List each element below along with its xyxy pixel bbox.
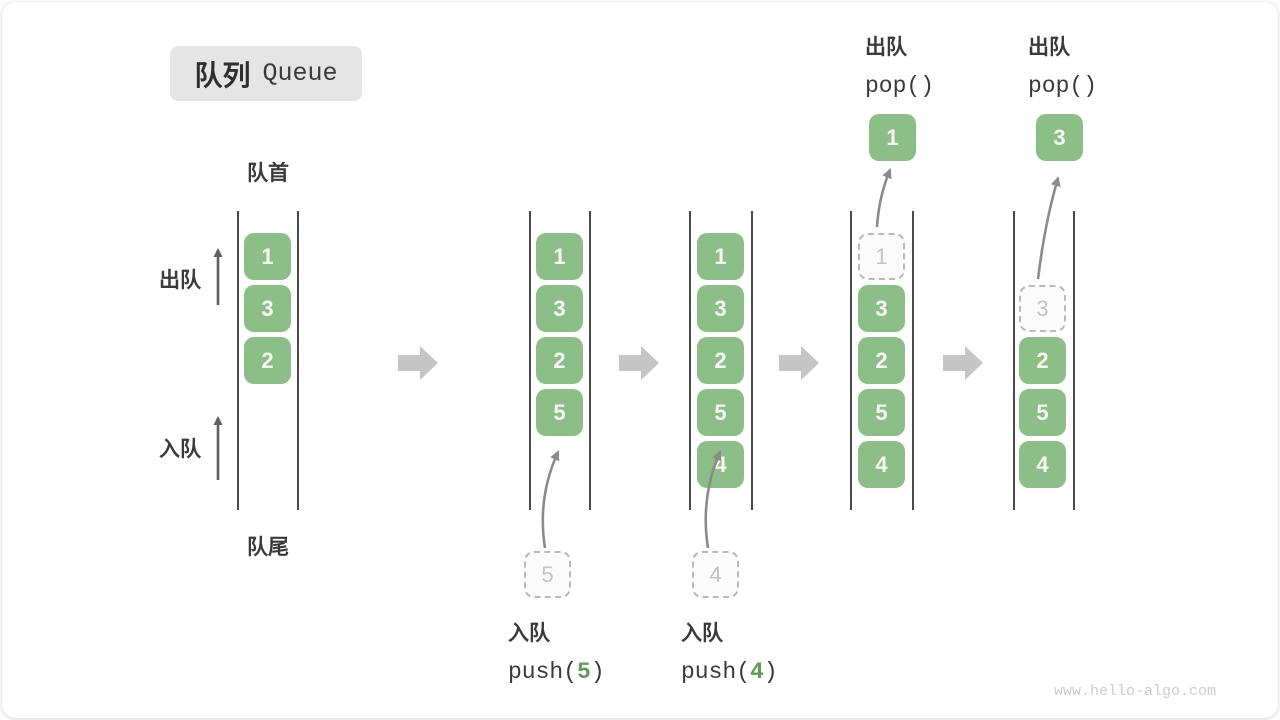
queue-item: 3 <box>858 285 905 332</box>
op-label-push5: 入队 push(5) <box>508 618 605 690</box>
op-label-push4: 入队 push(4) <box>681 618 778 690</box>
op-pop1-code: pop() <box>865 72 935 99</box>
queue-item: 3 <box>244 285 291 332</box>
queue-item: 4 <box>697 441 744 488</box>
queue-item: 5 <box>858 389 905 436</box>
queue-wall-right <box>1073 211 1075 510</box>
op-pop2-code: pop() <box>1028 72 1098 99</box>
label-queue-rear: 队尾 <box>247 536 289 559</box>
queue-item: 4 <box>858 441 905 488</box>
queue-wall-left <box>689 211 691 510</box>
queue-item: 2 <box>858 337 905 384</box>
label-dequeue: 出队 <box>159 269 201 292</box>
label-enqueue: 入队 <box>159 438 201 461</box>
op-push5-name: 入队 <box>508 622 550 645</box>
incoming-item-slot: 4 <box>692 551 739 598</box>
op-push4-arg: 4 <box>750 658 764 685</box>
incoming-item-slot: 5 <box>524 551 571 598</box>
removed-item-slot: 3 <box>1019 285 1066 332</box>
removed-item-slot: 1 <box>858 233 905 280</box>
queue-wall-left <box>850 211 852 510</box>
watermark: www.hello-algo.com <box>1053 683 1216 700</box>
queue-item: 1 <box>244 233 291 280</box>
queue-item: 5 <box>1019 389 1066 436</box>
popped-item: 3 <box>1036 114 1083 161</box>
queue-wall-left <box>237 211 239 510</box>
queue-item: 4 <box>1019 441 1066 488</box>
title-zh: 队列 <box>194 59 251 91</box>
queue-item: 5 <box>536 389 583 436</box>
popped-item: 1 <box>869 114 916 161</box>
queue-item: 5 <box>697 389 744 436</box>
queue-wall-right <box>589 211 591 510</box>
title-badge: 队列 Queue <box>170 46 362 101</box>
queue-item: 2 <box>536 337 583 384</box>
queue-item: 2 <box>1019 337 1066 384</box>
label-queue-front: 队首 <box>247 162 289 185</box>
queue-item: 2 <box>697 337 744 384</box>
op-label-pop-first: 出队 pop() <box>865 32 934 104</box>
op-pop1-name: 出队 <box>865 36 907 59</box>
queue-item: 3 <box>697 285 744 332</box>
op-pop2-name: 出队 <box>1028 36 1070 59</box>
queue-wall-right <box>751 211 753 510</box>
queue-item: 3 <box>536 285 583 332</box>
op-push5-arg: 5 <box>577 658 591 685</box>
op-push5-code: push(5) <box>508 658 605 685</box>
queue-wall-left <box>1013 211 1015 510</box>
queue-item: 2 <box>244 337 291 384</box>
op-label-pop-second: 出队 pop() <box>1028 32 1097 104</box>
queue-wall-right <box>297 211 299 510</box>
op-push4-code: push(4) <box>681 658 778 685</box>
op-push4-name: 入队 <box>681 622 723 645</box>
queue-wall-right <box>912 211 914 510</box>
title-en: Queue <box>262 59 338 88</box>
queue-item: 1 <box>697 233 744 280</box>
queue-item: 1 <box>536 233 583 280</box>
queue-wall-left <box>529 211 531 510</box>
